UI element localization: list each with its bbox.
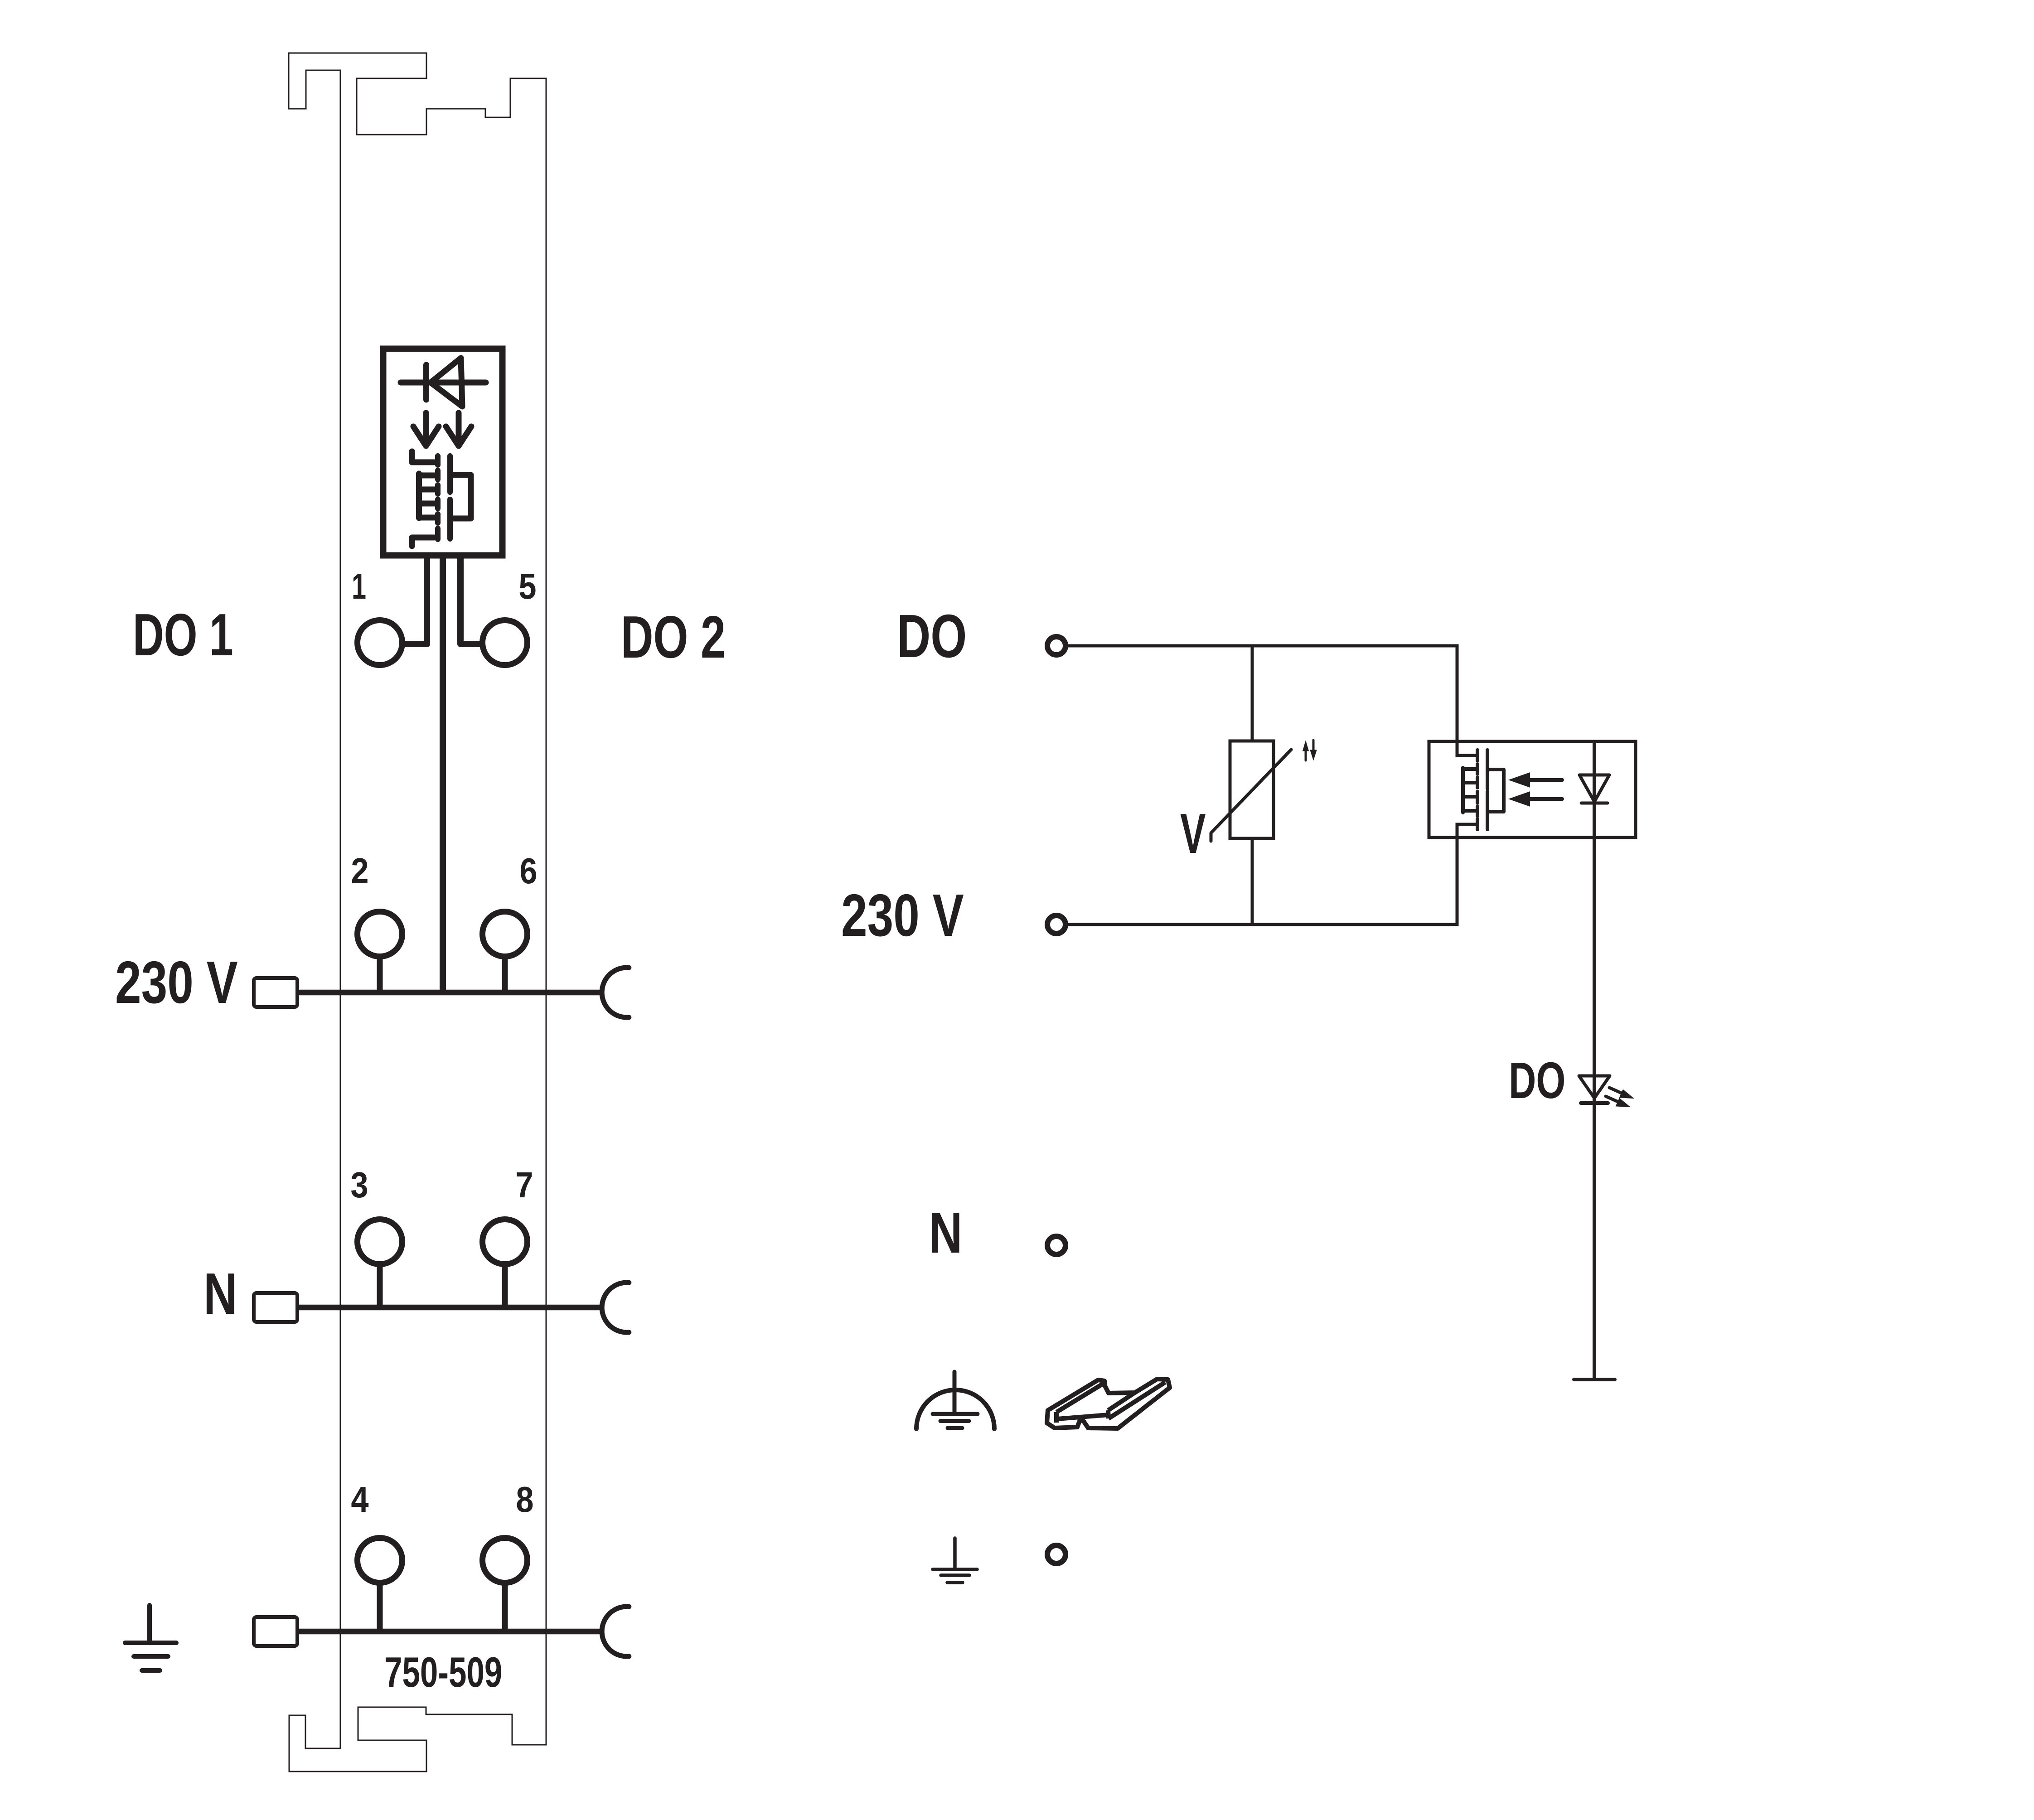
svg-text:DO: DO: [897, 602, 967, 671]
svg-text:4: 4: [351, 1479, 368, 1520]
svg-text:5: 5: [518, 566, 536, 606]
svg-text:2: 2: [351, 851, 368, 891]
svg-text:7: 7: [515, 1165, 533, 1205]
svg-text:V: V: [1180, 802, 1206, 865]
svg-text:N: N: [929, 1201, 962, 1265]
svg-text:N: N: [203, 1261, 237, 1326]
svg-text:230 V: 230 V: [841, 882, 964, 949]
svg-text:6: 6: [519, 851, 537, 891]
svg-text:230 V: 230 V: [115, 949, 238, 1016]
svg-text:DO 2: DO 2: [621, 603, 726, 670]
svg-text:3: 3: [350, 1165, 368, 1205]
svg-text:DO: DO: [1509, 1052, 1565, 1109]
svg-text:1: 1: [352, 566, 366, 607]
svg-text:DO 1: DO 1: [133, 602, 233, 668]
svg-text:8: 8: [516, 1479, 533, 1520]
svg-text:750-509: 750-509: [384, 1648, 502, 1696]
